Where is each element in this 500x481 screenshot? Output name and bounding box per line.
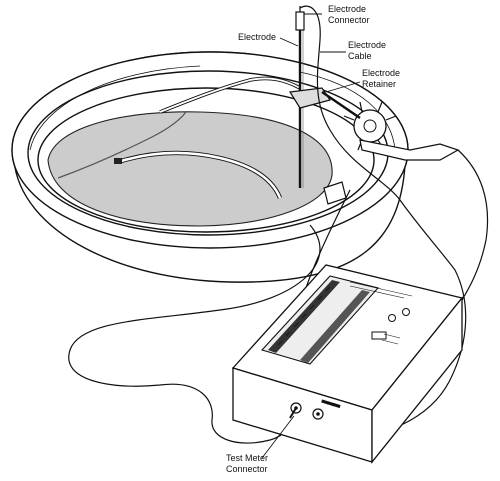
callout-labels: Electrode Connector Electrode Electrode … — [226, 4, 400, 474]
basin-inner-wall — [37, 87, 375, 233]
long-test-cable — [68, 224, 321, 444]
cable-in-water-upper-core — [159, 77, 301, 113]
rim-shading — [29, 65, 201, 151]
retainer-arm — [321, 91, 361, 119]
leader-electrode — [279, 37, 299, 47]
label-electrode-cable-line2: Cable — [348, 51, 372, 61]
test-meter: ▬▬▬ — [231, 264, 464, 464]
label-test-meter-connector-line1: Test Meter — [226, 453, 268, 463]
meter-scale-ticks — [277, 286, 331, 346]
label-electrode-retainer-line1: Electrode — [362, 68, 400, 78]
electrode-in-water-core — [117, 151, 282, 199]
label-electrode-connector-line2: Connector — [328, 15, 370, 25]
meter-printed-markings — [349, 281, 413, 345]
cable-from-bracket — [457, 149, 489, 301]
meter-scale-dark-bar-2 — [300, 290, 370, 363]
meter-indicator-light-1 — [388, 314, 396, 322]
rim-shading-right — [299, 71, 396, 151]
label-electrode-connector-line1: Electrode — [328, 4, 366, 14]
meter-indicator-light-2 — [402, 308, 410, 316]
label-electrode-cable-line1: Electrode — [348, 40, 386, 50]
electrode-tip — [114, 158, 122, 164]
label-test-meter-connector-line2: Connector — [226, 464, 268, 474]
basin — [11, 51, 409, 283]
immersed-electrode-cable — [57, 76, 301, 199]
test-meter-plug — [289, 407, 297, 419]
electrode-cable-main — [299, 5, 467, 441]
water-surface — [47, 111, 333, 227]
electrode-assembly — [288, 6, 460, 205]
label-electrode-retainer-line2: Retainer — [362, 79, 396, 89]
leader-lines — [261, 13, 361, 459]
leader-test-meter-connector — [261, 415, 295, 459]
meter-test-button — [371, 331, 387, 340]
rim-bracket — [359, 139, 460, 161]
electrode-retainer — [288, 87, 331, 109]
meter-right-face — [371, 296, 463, 464]
meter-scale-slot — [260, 275, 380, 365]
long-cable-loop — [68, 224, 321, 444]
electrode-connector — [295, 11, 305, 31]
cable-under-water — [57, 111, 187, 179]
label-electrode: Electrode — [238, 32, 276, 42]
leader-electrode-retainer — [325, 81, 361, 93]
